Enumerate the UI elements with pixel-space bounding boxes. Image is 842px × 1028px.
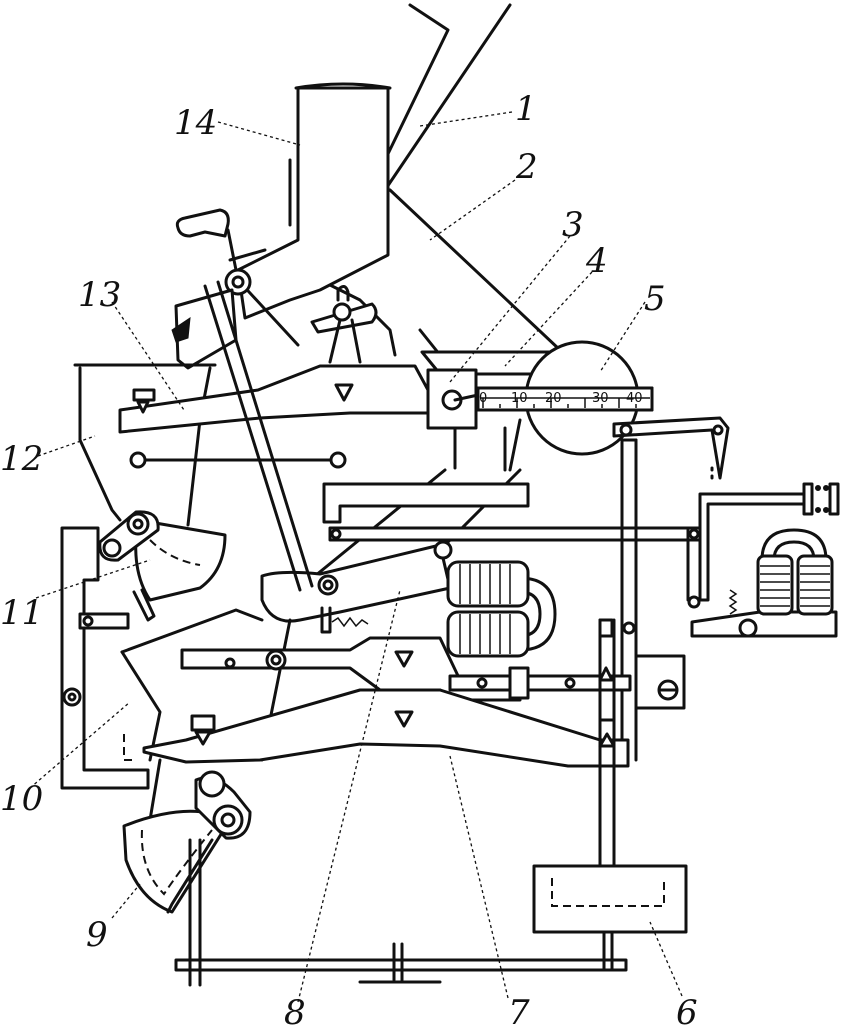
- electromagnet-center: [446, 560, 557, 658]
- scale-label-40: 40: [626, 391, 643, 406]
- label-1: 1: [515, 89, 537, 129]
- scale-numbers: 0 10 20 30 40: [479, 391, 643, 406]
- label-11: 11: [0, 593, 43, 633]
- base-frame: [174, 838, 628, 987]
- label-6: 6: [676, 993, 698, 1028]
- upper-scoop: [98, 510, 227, 622]
- feed-chute: [383, 3, 512, 192]
- connecting-rod: [203, 280, 314, 592]
- label-5: 5: [644, 279, 666, 319]
- middle-lever: [260, 540, 453, 634]
- label-10: 10: [0, 779, 43, 819]
- trigger-lever: [612, 416, 730, 480]
- counterweight-box: [532, 864, 688, 972]
- upper-balance-beam: [118, 364, 430, 434]
- upper-rail-frame: [322, 438, 702, 762]
- label-13: 13: [78, 275, 121, 315]
- scale-label-30: 30: [592, 391, 609, 406]
- label-3: 3: [562, 205, 584, 245]
- label-8: 8: [284, 993, 306, 1028]
- lower-scoop: [122, 770, 252, 914]
- scale-label-10: 10: [511, 391, 528, 406]
- left-bracket: [60, 526, 150, 790]
- label-12: 12: [0, 439, 43, 479]
- gate-lever: [171, 208, 378, 370]
- label-2: 2: [515, 147, 538, 187]
- counterweight-disc: [476, 340, 654, 456]
- label-9: 9: [86, 915, 108, 955]
- label-7: 7: [508, 993, 530, 1028]
- scale-label-20: 20: [545, 391, 562, 406]
- scale-label-0: 0: [479, 391, 487, 406]
- supply-tube: [236, 82, 392, 320]
- main-balance-beam: [180, 636, 686, 710]
- label-4: 4: [585, 241, 608, 281]
- lower-balance-beam: [142, 618, 630, 872]
- callout-labels: 1 2 3 4 5 6 7 8 9 10 11 12 13 14: [0, 89, 698, 1028]
- electromagnet-right: [686, 482, 840, 638]
- leader-lines: [29, 111, 683, 1003]
- label-14: 14: [174, 103, 217, 143]
